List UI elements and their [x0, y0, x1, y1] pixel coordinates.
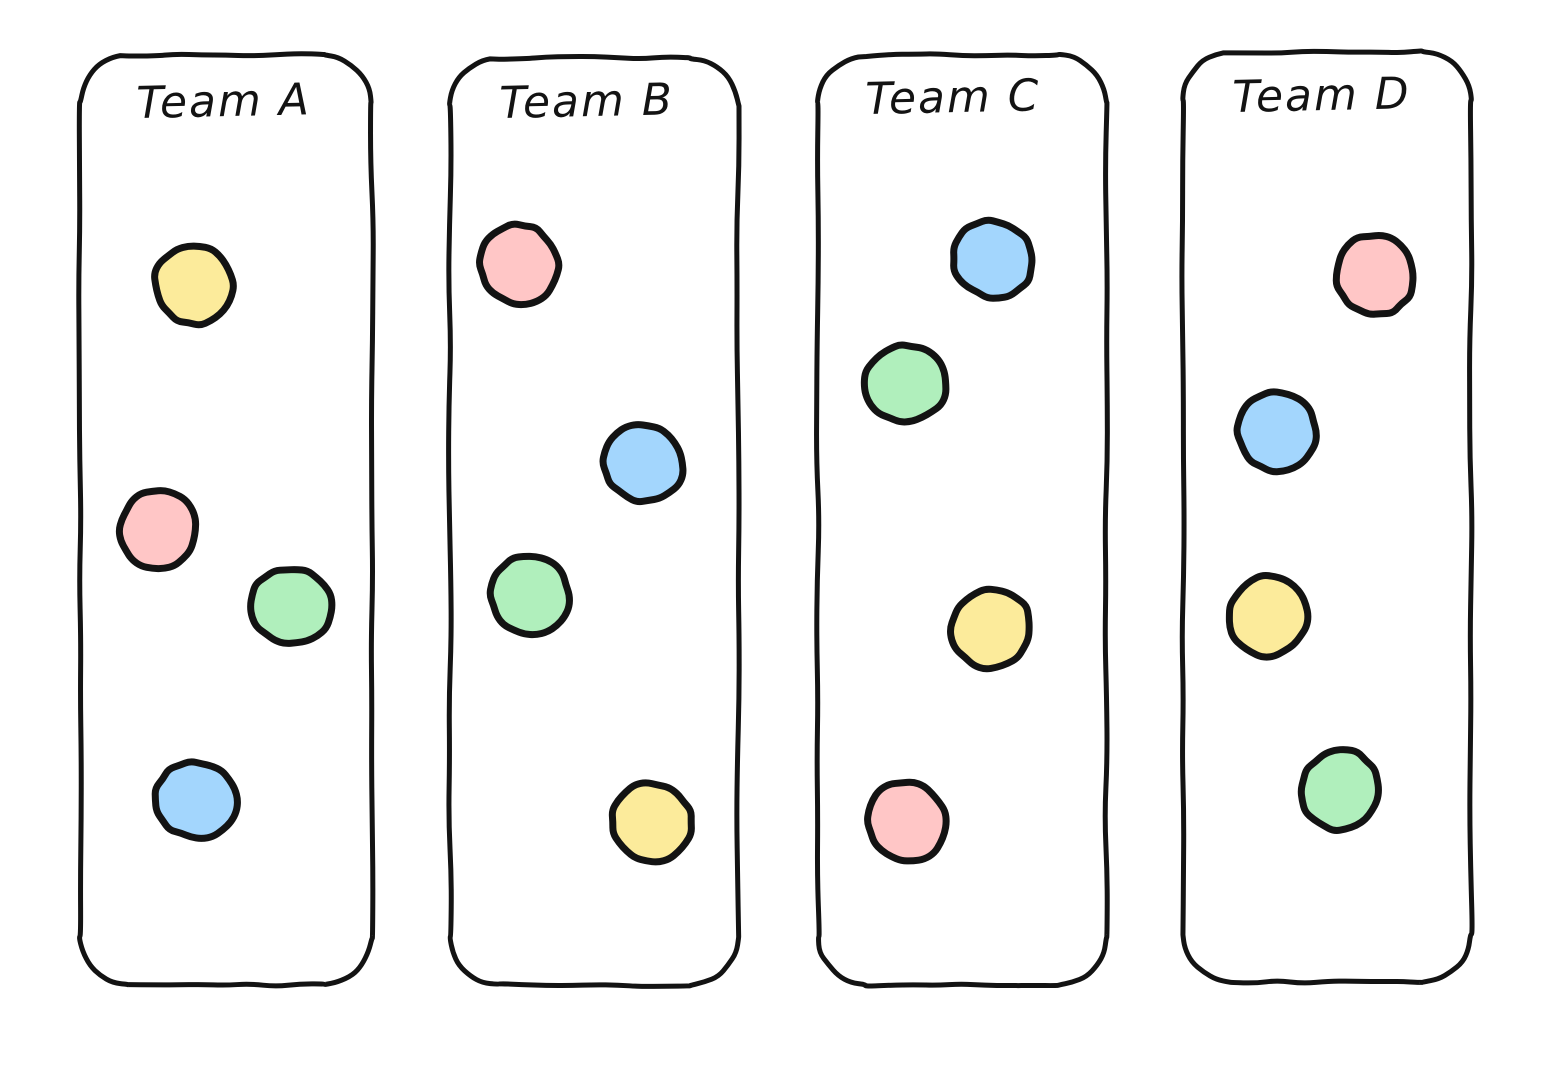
team-container-b[interactable] [446, 54, 742, 989]
token-pink[interactable]: pink [864, 778, 950, 865]
team-container-c[interactable] [814, 51, 1110, 989]
team-label-a: Team A [135, 74, 312, 129]
token-yellow[interactable]: yellow [1225, 572, 1312, 661]
team-column-b[interactable]: pink blue green yellow [446, 54, 742, 989]
token-yellow[interactable]: yellow [608, 779, 695, 866]
token-blue[interactable]: blue [599, 421, 687, 506]
token-blue[interactable]: blue [1233, 388, 1320, 476]
team-column-d[interactable]: pinkblue yellow green [1179, 48, 1475, 986]
team-column-c[interactable]: bluegreen yellow pink [814, 51, 1110, 989]
token-blue[interactable]: blue [151, 758, 241, 842]
token-green[interactable]: green [1297, 746, 1382, 834]
token-yellow[interactable]: yellow [947, 585, 1033, 673]
team-column-a[interactable]: yellow pink green blue [76, 51, 376, 989]
team-label-d: Team D [1231, 68, 1412, 123]
token-pink[interactable]: pink [115, 487, 200, 573]
token-green[interactable]: green [860, 341, 950, 426]
team-label-b: Team B [498, 74, 675, 129]
token-pink[interactable]: pink [1332, 232, 1417, 318]
token-green[interactable]: green [247, 566, 336, 647]
token-blue[interactable]: blue [950, 216, 1036, 302]
token-pink[interactable]: pink [476, 220, 563, 309]
team-container-d[interactable] [1179, 48, 1475, 986]
team-container-a[interactable] [76, 51, 376, 989]
token-green[interactable]: green [486, 552, 573, 639]
team-label-c: Team C [864, 70, 1042, 125]
token-yellow[interactable]: yellow [151, 242, 237, 329]
